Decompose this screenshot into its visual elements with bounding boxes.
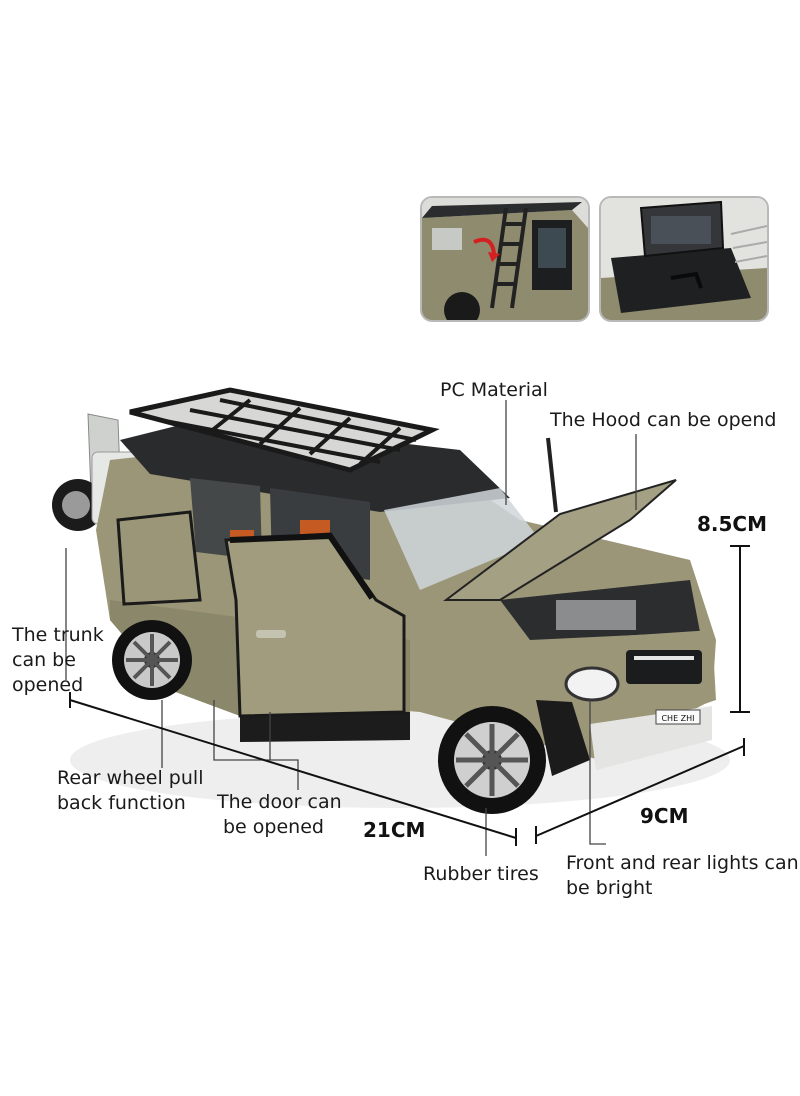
- callout-lines: [65, 400, 637, 856]
- rear-door-open: [116, 510, 202, 606]
- license-plate-text: CHE ZHI: [661, 714, 694, 723]
- pc-material-label: PC Material: [440, 379, 548, 401]
- door-label-line: The door can: [217, 791, 342, 813]
- ladder-detail-image: [422, 198, 588, 320]
- roof-box-detail-image: [601, 198, 767, 320]
- windshield: [384, 488, 540, 590]
- trunk-label-line: opened: [12, 674, 84, 696]
- roof-rack: [129, 387, 440, 473]
- inset-roof-box-photo: [599, 196, 769, 322]
- rear-wheel-label: Rear wheel pull back function: [57, 766, 203, 816]
- lights-label-line: be bright: [566, 877, 653, 899]
- rear-wheel-label-line: back function: [57, 792, 186, 814]
- front-wheel: [438, 706, 546, 814]
- tires-label: Rubber tires: [423, 863, 539, 885]
- headlight: [564, 666, 620, 702]
- height-dimension: 8.5CM: [697, 512, 768, 536]
- trunk-label: The trunk can be opened: [12, 623, 104, 698]
- inset-ladder-photo: [420, 196, 590, 322]
- trunk-label-line: The trunk: [12, 624, 104, 646]
- trunk-label-line: can be: [12, 649, 76, 671]
- door-label-line: be opened: [223, 816, 324, 838]
- lights-label: Front and rear lights can be bright: [566, 851, 799, 901]
- hood-open: [443, 479, 677, 601]
- door-label: The door can be opened: [217, 790, 342, 840]
- car-model-image: CHE ZHI: [52, 387, 716, 814]
- lights-label-line: Front and rear lights can: [566, 852, 799, 874]
- width-dimension: 9CM: [640, 804, 689, 828]
- hood-label: The Hood can be opend: [550, 409, 777, 431]
- dimension-lines: [69, 545, 750, 846]
- length-dimension: 21CM: [363, 818, 426, 842]
- front-grille: [626, 650, 702, 684]
- car-roof: [120, 420, 510, 512]
- license-plate: [655, 709, 701, 725]
- rear-wheel: [112, 620, 192, 700]
- rear-wheel-label-line: Rear wheel pull: [57, 767, 204, 789]
